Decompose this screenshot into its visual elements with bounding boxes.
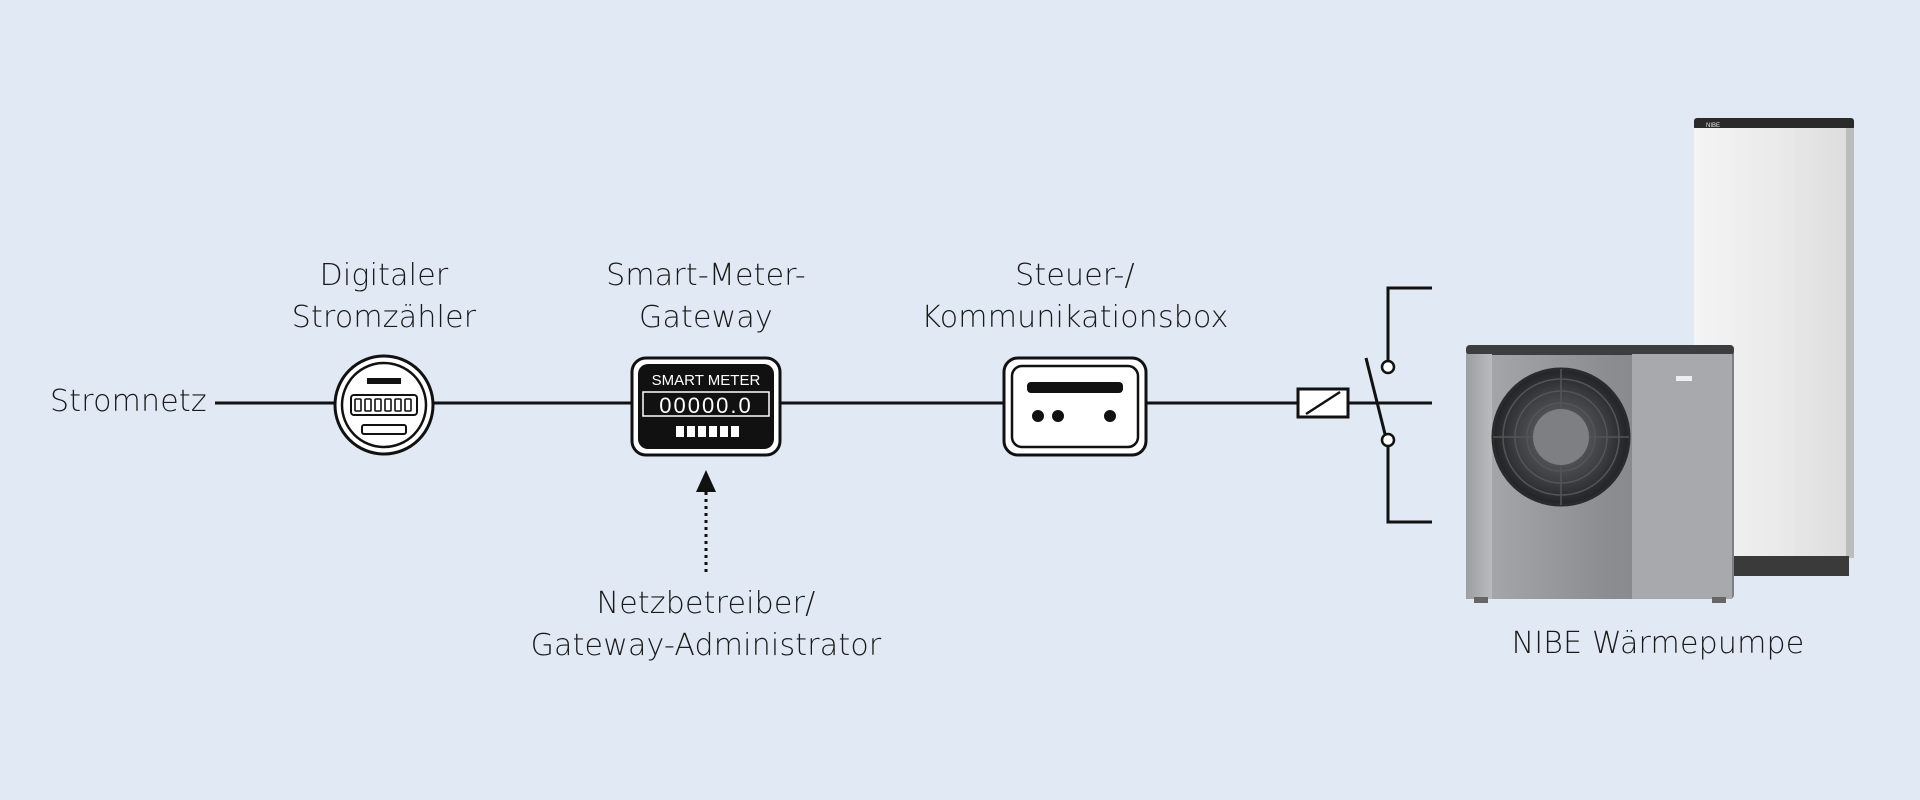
operator-arrowhead <box>696 470 716 492</box>
label-operator: Netzbetreiber/ Gateway-Administrator <box>530 586 882 663</box>
smart-meter-gateway-icon: SMART METER 00000.0 <box>630 356 782 457</box>
control-box-icon <box>1002 356 1148 457</box>
smart-meter-header: SMART METER <box>652 372 761 389</box>
label-digital-meter: Digitaler Stromzähler <box>291 258 477 335</box>
label-control-box: Steuer-/ Kommunikationsbox <box>921 258 1229 335</box>
label-heat-pump: NIBE Wärmepumpe <box>1511 626 1805 661</box>
label-grid: Stromnetz <box>50 384 207 419</box>
digital-meter-icon <box>333 354 435 456</box>
label-smart-meter-gateway: Smart-Meter- Gateway <box>606 258 806 335</box>
switch-icon <box>1364 286 1432 524</box>
outdoor-unit-image <box>1466 345 1734 603</box>
smart-meter-reading: 00000.0 <box>659 393 753 418</box>
indoor-brand: NIBE <box>1706 123 1720 129</box>
